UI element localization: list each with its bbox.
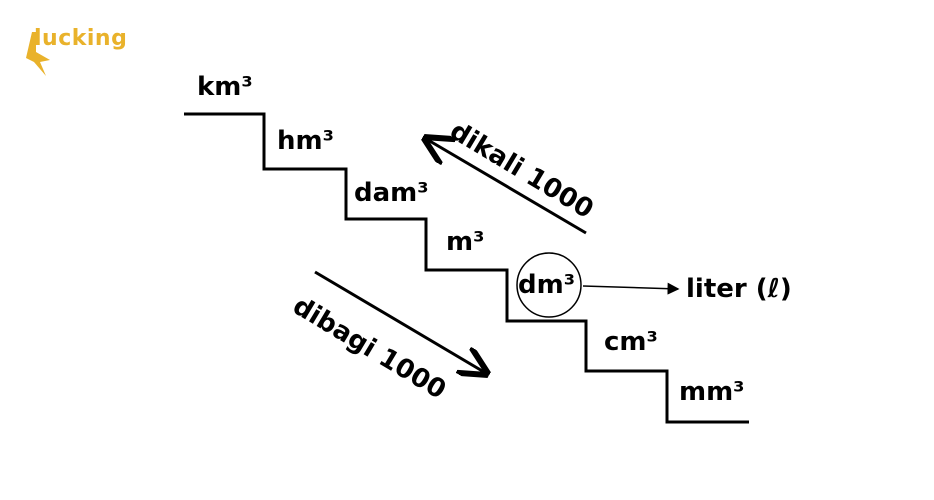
bird-logo-icon [26, 32, 50, 76]
step-label-cm3: cm³ [604, 327, 658, 357]
staircase-line [184, 112, 749, 424]
brand-logo-text: lucking [34, 26, 128, 51]
down-arrow [314, 270, 484, 372]
step-label-hm3: hm³ [277, 126, 334, 156]
step-label-dm3: dm³ [518, 270, 576, 300]
step-label-mm3: mm³ [679, 377, 745, 407]
step-label-dam3: dam³ [354, 178, 429, 208]
dm3-highlight-circle [516, 252, 582, 318]
up-arrow [428, 140, 587, 235]
brand-logo: lucking [26, 26, 144, 76]
step-label-km3: km³ [197, 72, 253, 102]
step-label-m3: m³ [446, 227, 485, 257]
liter-label: liter (ℓ) [686, 274, 792, 304]
equivalence-arrow [582, 282, 680, 295]
